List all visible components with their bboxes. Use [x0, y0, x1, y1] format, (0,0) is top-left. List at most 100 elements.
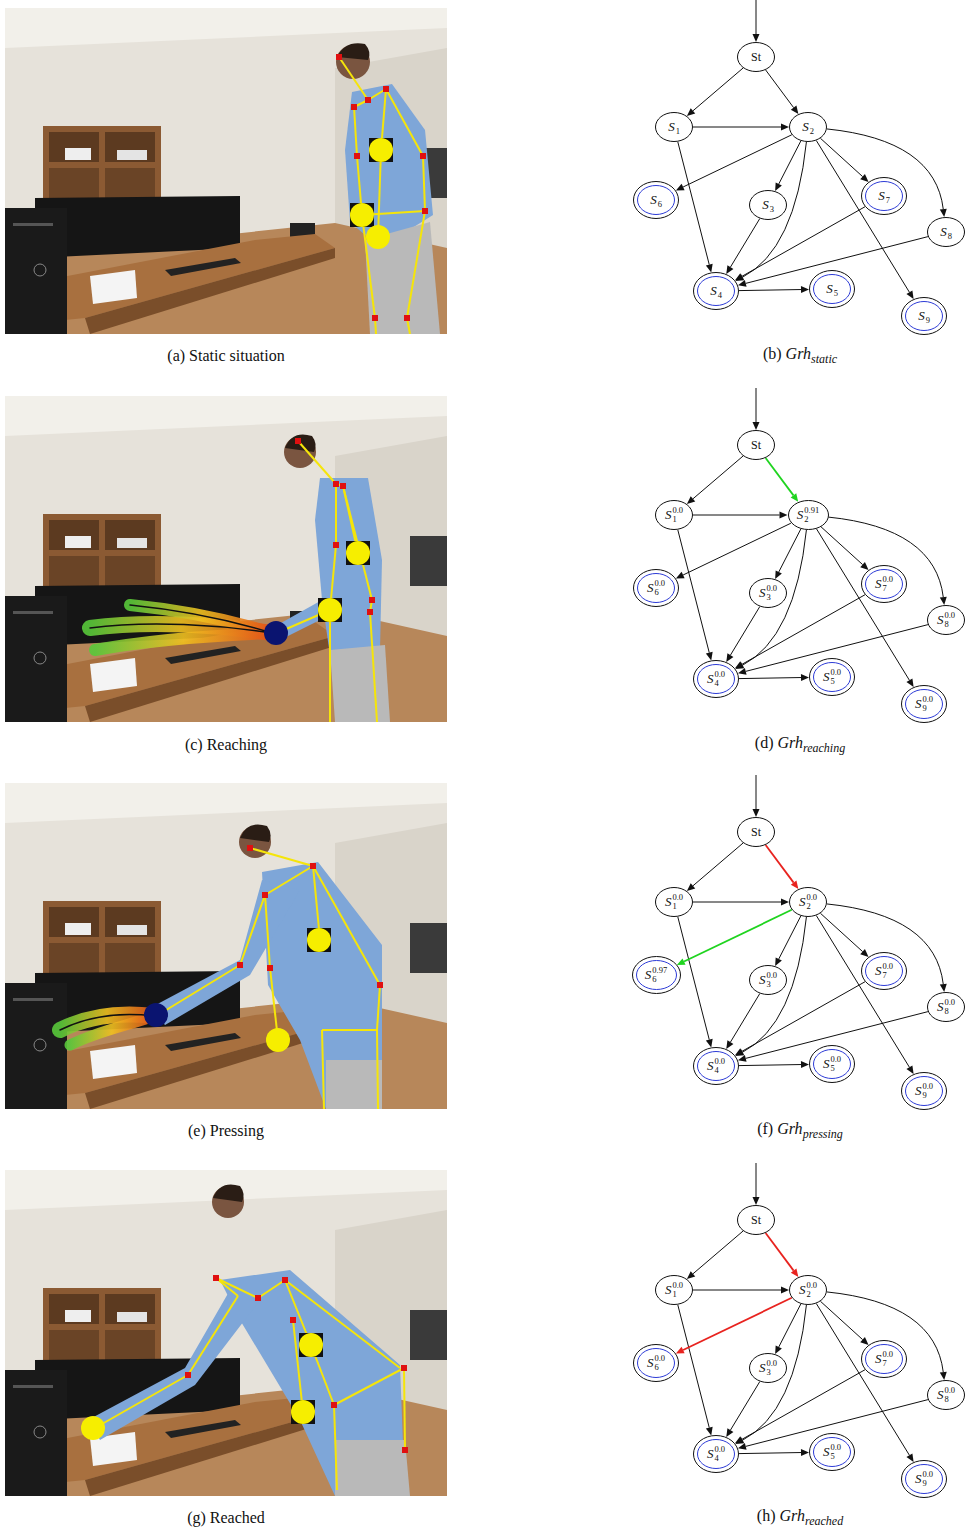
- state-ellipse: [928, 1381, 965, 1410]
- accepting-state: S4: [693, 272, 739, 310]
- arrowhead: [687, 883, 695, 891]
- transition-line: [766, 70, 794, 108]
- transition-line: [743, 1305, 807, 1440]
- state-name: S: [799, 1282, 806, 1298]
- state-score: 0.0: [922, 695, 933, 704]
- state-ellipse: [750, 191, 787, 220]
- transition-arrow: [820, 1301, 868, 1345]
- state-score: 0.0: [882, 1350, 893, 1359]
- state-score: 0.0: [830, 1055, 841, 1064]
- state-node: S1: [655, 112, 693, 142]
- accepting-state: S0.09: [901, 1072, 947, 1110]
- state-node: St: [737, 430, 775, 460]
- state-name: S: [915, 1471, 922, 1487]
- state-index: 3: [766, 980, 777, 989]
- transition-line: [739, 290, 801, 291]
- state-score: 0.0: [654, 1354, 665, 1363]
- state-ellipse: [790, 888, 827, 917]
- transition-line: [730, 219, 759, 268]
- index-stack: 9: [926, 316, 930, 325]
- state-ellipse: [790, 113, 827, 142]
- state-index: 6: [652, 975, 667, 984]
- arrowhead: [906, 1453, 913, 1462]
- index-stack: 0.01: [672, 893, 683, 911]
- state-index: 3: [770, 205, 774, 214]
- state-ellipse: [656, 1276, 693, 1305]
- index-stack: 0.09: [922, 695, 933, 713]
- state-name: S: [937, 612, 944, 628]
- index-stack: 4: [718, 291, 722, 300]
- transition-line: [678, 1305, 709, 1428]
- state-score: 0.0: [922, 1470, 933, 1479]
- state-name: S: [823, 1444, 830, 1460]
- state-name: S: [875, 1351, 882, 1367]
- state-ellipse: [750, 966, 787, 995]
- state-index: 1: [672, 902, 683, 911]
- state-score: 0.0: [672, 893, 683, 902]
- arrowhead: [676, 184, 685, 191]
- transition-line: [816, 140, 909, 292]
- transition-arrow: [739, 286, 809, 293]
- index-stack: 5: [834, 289, 838, 298]
- arrowhead: [706, 1427, 713, 1436]
- accept-ring: [638, 574, 675, 603]
- transition-line: [779, 1304, 801, 1347]
- panel-letter: (f): [757, 1120, 773, 1137]
- state-score: 0.0: [714, 670, 725, 679]
- arrowhead: [738, 1055, 747, 1062]
- state-name: St: [751, 50, 761, 65]
- arrowhead: [706, 1039, 713, 1048]
- graph-name: Grh: [777, 1120, 803, 1137]
- state-score: 0.0: [830, 1443, 841, 1452]
- transition-line: [779, 529, 801, 572]
- arrowhead: [781, 899, 789, 906]
- state-score: 0.0: [714, 1057, 725, 1066]
- state-name: S: [665, 1282, 672, 1298]
- index-stack: 0.912: [804, 506, 819, 524]
- state-index: 4: [714, 1066, 725, 1075]
- arrowhead: [791, 1269, 799, 1278]
- state-ellipse: [738, 818, 775, 847]
- state-node: S0.03: [749, 1353, 787, 1383]
- state-score: 0.0: [714, 1445, 725, 1454]
- arrowhead: [860, 1337, 868, 1345]
- state-ellipse: [750, 579, 787, 608]
- arrowhead: [738, 668, 747, 675]
- transition-arrow: [827, 904, 947, 992]
- accept-ring: [638, 1349, 675, 1378]
- state-ellipse: [810, 1046, 855, 1083]
- transition-arrow: [678, 530, 713, 661]
- graph-subscript: reached: [805, 1514, 843, 1528]
- state-score: 0.0: [806, 1281, 817, 1290]
- index-stack: 0.03: [766, 971, 777, 989]
- state-index: 7: [882, 584, 893, 593]
- index-stack: 0.06: [654, 1354, 665, 1372]
- accepting-state: S5: [809, 270, 855, 308]
- transition-arrow: [687, 68, 743, 116]
- graph-subscript: static: [811, 352, 837, 366]
- arrowhead: [781, 124, 789, 131]
- state-score: 0.0: [654, 579, 665, 588]
- graph-subscript: pressing: [803, 1127, 843, 1141]
- transition-arrow: [775, 1304, 801, 1354]
- accepting-state: S7: [861, 177, 907, 215]
- state-score: 0.0: [672, 506, 683, 515]
- state-index: 2: [804, 515, 819, 524]
- arrowhead: [906, 678, 913, 687]
- panel-caption: (c) Reaching: [185, 736, 267, 754]
- transition-line: [766, 458, 794, 495]
- arrowhead: [906, 1065, 913, 1074]
- state-node: St: [737, 1205, 775, 1235]
- index-stack: 0.05: [830, 668, 841, 686]
- arrowhead: [687, 108, 695, 116]
- state-name: S: [647, 1355, 654, 1371]
- state-node: S2: [789, 112, 827, 142]
- transition-line: [739, 1065, 801, 1066]
- accepting-state: S0.06: [633, 1344, 679, 1382]
- state-name: St: [751, 1213, 761, 1228]
- transition-arrow: [828, 517, 946, 605]
- transition-line: [827, 1292, 943, 1372]
- index-stack: 0.06: [654, 579, 665, 597]
- transition-line: [693, 68, 743, 111]
- transition-arrow: [678, 917, 713, 1048]
